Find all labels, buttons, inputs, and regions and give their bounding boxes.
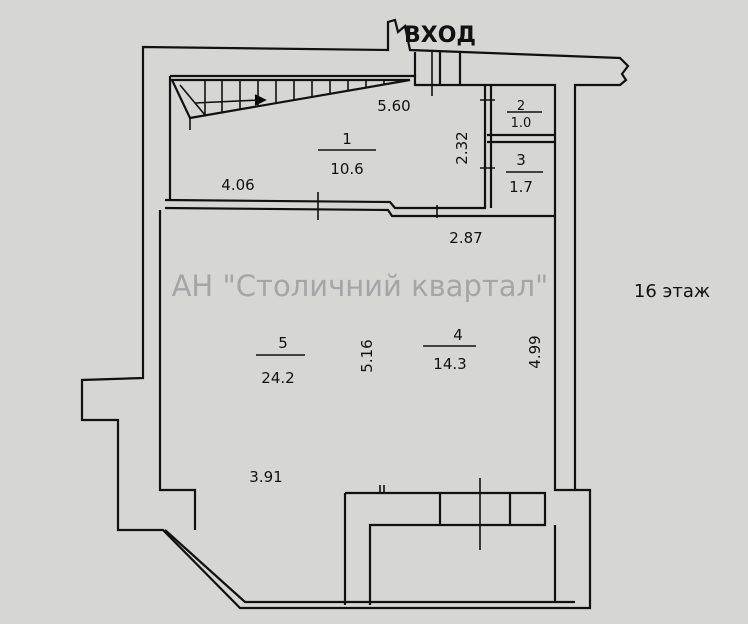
room-number: 5 (278, 334, 288, 352)
room-2-label: 2 1.0 (507, 99, 542, 131)
room-number: 1 (342, 130, 352, 148)
room-area: 1.7 (509, 178, 533, 196)
room-area: 14.3 (433, 355, 466, 373)
dimension-5-60: 5.60 (377, 97, 410, 115)
room-number: 3 (516, 151, 526, 169)
room-4-label: 4 14.3 (423, 326, 476, 373)
room-number: 2 (517, 99, 525, 114)
floor-label: 16 этаж (634, 281, 710, 302)
room-3-label: 3 1.7 (506, 151, 543, 196)
outer-walls (80, 18, 630, 610)
dimension-2-32: 2.32 (453, 131, 471, 164)
room-area: 1.0 (511, 116, 532, 131)
dimension-4-99: 4.99 (526, 335, 544, 368)
dimension-5-16: 5.16 (358, 339, 376, 372)
dimension-2-87: 2.87 (449, 229, 482, 247)
room-number: 4 (453, 326, 463, 344)
dimension-ticks (317, 50, 495, 550)
interior-walls (164, 85, 557, 605)
dimension-3-91: 3.91 (249, 468, 282, 486)
room-1-label: 1 10.6 (318, 130, 376, 178)
watermark: АН "Столичний квартал" (172, 269, 549, 303)
staircase (170, 78, 411, 130)
dimension-4-06: 4.06 (221, 176, 254, 194)
room-area: 10.6 (330, 160, 363, 178)
entrance-label: ВХОД (404, 23, 476, 48)
room-area: 24.2 (261, 369, 294, 387)
room-5-label: 5 24.2 (256, 334, 305, 387)
